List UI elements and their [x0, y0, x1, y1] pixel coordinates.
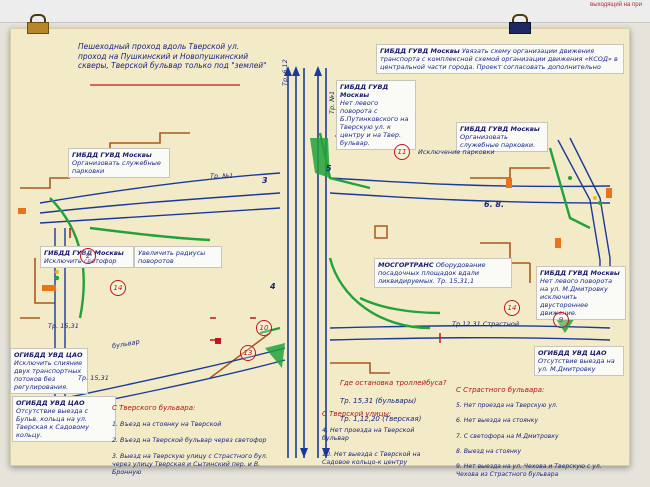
label-strastnoy: Тр.12,31 Страстной [452, 320, 520, 328]
question-line-2: Тр. 1,12,20 (Тверская) [340, 415, 422, 423]
note-body: Отсутствие выезда на ул. М.Дмитровку [538, 357, 615, 373]
list-title: С Тверской улицы: [322, 410, 392, 418]
note-header: ГИБДД ГУВД Москвы [340, 83, 389, 99]
list-title: С Тверского бульвара: [112, 404, 196, 412]
center-monument [374, 225, 388, 239]
note-gibdd-no-left-turn: ГИБДД ГУВД Москвы Нет левого поворота с … [336, 80, 416, 150]
list-title: С Страстного бульвара: [456, 385, 545, 394]
note-body: Нет левого поворота на ул. М.Дмитровку и… [540, 277, 613, 317]
note-gibdd-parking-left: ГИБДД ГУВД Москвы Организовать служебные… [68, 148, 170, 178]
label-trolley-1-vert: Тр. №1 [328, 90, 336, 114]
label-trolley-6-12: Тр. 6,12 [281, 59, 289, 86]
note-header: ОГИБДД УВД ЦАО [16, 399, 85, 407]
note-increase-radius: Увеличить радиусы поворотов [134, 246, 222, 268]
circle-marker-2: 2 [80, 248, 96, 264]
note-ogibdd-garden-ring: ОГИБДД УВД ЦАО Отсутствие выезда с Бульв… [12, 396, 116, 442]
question-line-1: Тр. 15,31 (бульвары) [340, 397, 417, 405]
binder-clip-right [508, 14, 531, 40]
note-gibdd-dmitrovka: ГИБДД ГУВД Москвы Нет левого поворота на… [536, 266, 626, 320]
note-header: МОСГОРТРАНС [378, 261, 434, 269]
stop-markers [18, 178, 612, 344]
boulevard-roads-right [329, 137, 611, 341]
traffic-lights [54, 176, 602, 281]
question-title: Где остановка троллейбуса? [340, 379, 447, 387]
map-number-5: 5 [326, 164, 332, 173]
note-body: Организовать служебные парковки. [460, 133, 536, 149]
note-ogibdd-merge: ОГИБДД УВД ЦАО Исключить слияние двух тр… [10, 348, 88, 394]
list-item: 6. Нет выезда на стоянку [456, 417, 539, 425]
tverskoy-bulvar-list: С Тверского бульвара: 1. Въезд на стоянк… [112, 396, 272, 485]
note-gibdd-parking-right: ГИБДД ГУВД Москвы Организовать служебные… [456, 122, 548, 152]
list-item: 8. Выезд на стоянку [456, 447, 522, 455]
pedestrian-title-note: Пешеходный проход вдоль Тверской ул. про… [78, 42, 267, 70]
note-header: ГИБДД ГУВД Москвы [380, 47, 460, 55]
list-item: 10. Нет выезда с Тверской на Садовое кол… [322, 451, 421, 466]
list-item: 7. С светофора на М.Дмитровку [456, 432, 559, 440]
strastnoy-bulvar-list: С Страстного бульвара: 5. Нет проезда на… [456, 378, 616, 486]
circle-marker-14-left: 14 [110, 280, 126, 296]
note-header: ГИБДД ГУВД Москвы [460, 125, 540, 133]
map-number-3: 3 [262, 176, 268, 185]
label-trolley-1: Тр. №1 [210, 172, 234, 180]
note-ogibdd-no-exit: ОГИБДД УВД ЦАО Отсутствие выезда на ул. … [534, 346, 624, 376]
note-body: Исключить слияние двух транспортных пото… [14, 359, 83, 391]
map-number-6-8: 6. 8. [484, 200, 504, 209]
list-item: 3. Выезд на Тверскую улицу с Страстного … [112, 453, 268, 476]
note-body: Отсутствие выезда с Бульв. кольца на ул.… [16, 407, 89, 439]
note-header: ОГИБДД УВД ЦАО [538, 349, 607, 357]
circle-marker-14-right: 14 [504, 300, 520, 316]
trolleybus-stop-question: Где остановка троллейбуса? Тр. 15,31 (бу… [340, 370, 490, 433]
note-body: Увеличить радиусы поворотов [138, 249, 206, 265]
note-body: Исключить светофор [44, 257, 117, 265]
label-trolley-15-31-bottom: Тр. 15,31 [78, 374, 109, 382]
note-body: Увязать схему организации движения транс… [380, 47, 618, 71]
circle-marker-11: 11 [394, 144, 410, 160]
road-arrows [284, 66, 330, 458]
tverskaya-road [287, 68, 327, 458]
note-body: Организовать служебные парковки [72, 159, 161, 175]
note-body: Оборудование посадочных площадок вдали л… [378, 261, 486, 285]
note-header: ОГИБДД УВД ЦАО [14, 351, 83, 359]
note-gibdd-ksod: ГИБДД ГУВД Москвы Увязать схему организа… [376, 44, 624, 74]
note-body: Нет левого поворота с Б.Путинковского на… [340, 99, 409, 147]
label-trolley-15-31: Тр. 15,31 [48, 322, 79, 330]
intersection-map [18, 66, 612, 458]
map-number-4: 4 [270, 282, 276, 291]
list-item: 9. Нет выезда на ул. Чехова и Тверскую с… [456, 462, 602, 478]
top-banner-text: выходящий на при [590, 2, 642, 8]
circle-marker-10: 10 [256, 320, 272, 336]
note-header: ГИБДД ГУВД Москвы [540, 269, 620, 277]
circle-marker-13: 13 [240, 345, 256, 361]
list-item: 1. Въезд на стоянку на Тверской [112, 421, 222, 428]
list-item: 2. Въезд на Тверской бульвар через свето… [112, 437, 267, 444]
binder-clip-left [26, 14, 49, 40]
list-item: 4. Нет проезда на Тверской бульвар [322, 427, 415, 442]
tverskaya-street-list: С Тверской улицы: 4. Нет проезда на Твер… [322, 402, 442, 475]
label-exclude-parking: Исключение парковки [418, 148, 495, 156]
list-item: 5. Нет проезда на Тверскую ул. [456, 402, 558, 410]
circle-marker-9: 9 [553, 312, 569, 328]
note-header: ГИБДД ГУВД Москвы [72, 151, 152, 159]
top-poster-strip: выходящий на при [0, 0, 650, 23]
green-island-fills [265, 138, 575, 368]
note-mosgortrans: МОСГОРТРАНС Оборудование посадочных площ… [374, 258, 512, 288]
